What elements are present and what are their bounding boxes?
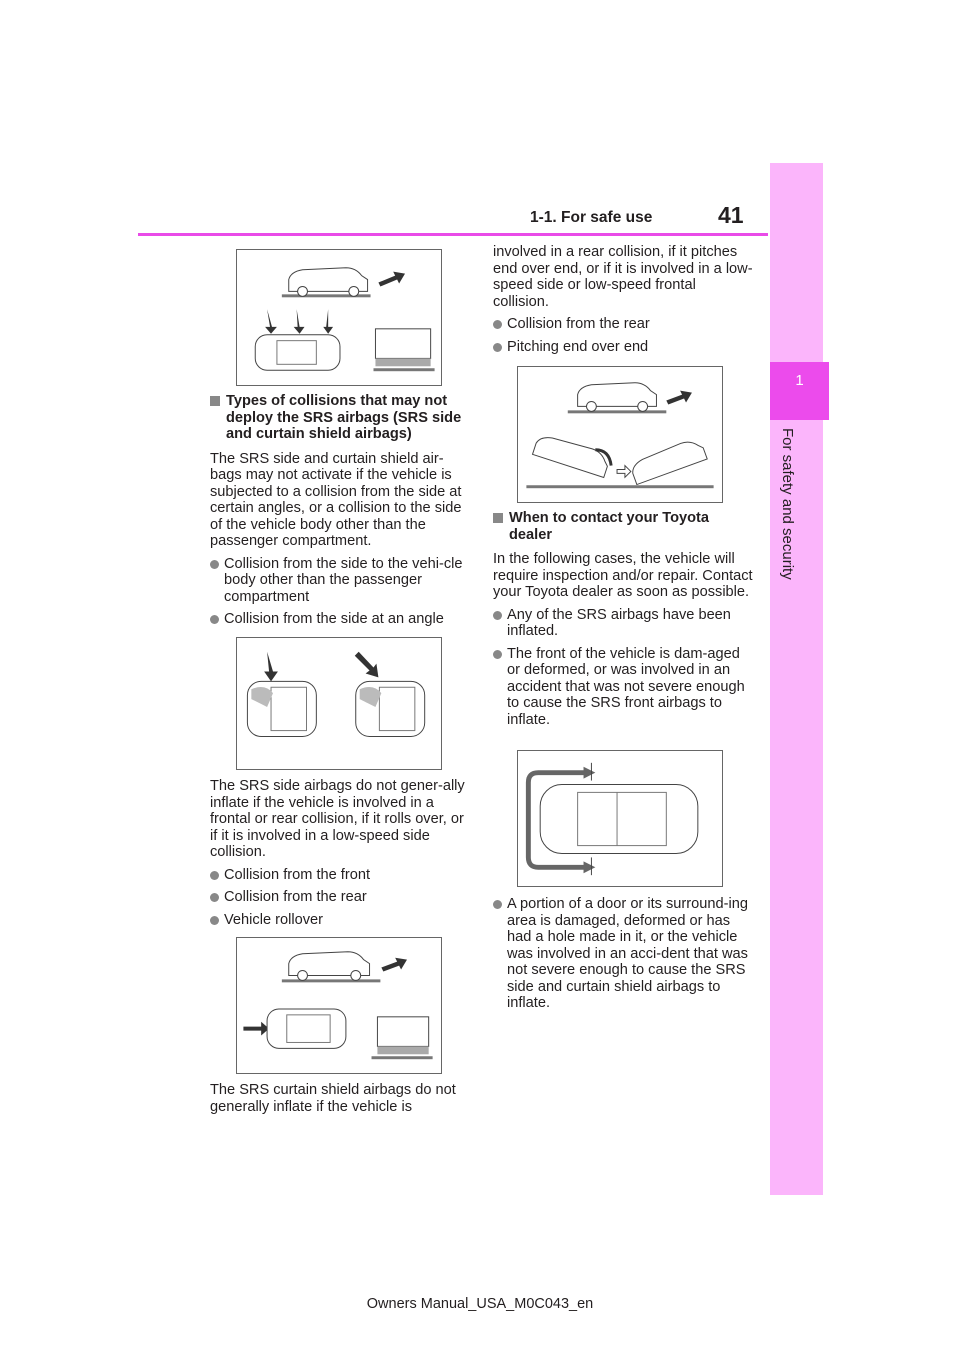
bullet-icon [493, 900, 502, 909]
paragraph: The SRS side airbags do not gener-ally i… [210, 778, 465, 860]
chapter-tab[interactable] [770, 362, 829, 420]
paragraph: The SRS side and curtain shield air-bags… [210, 450, 462, 550]
list-item: Vehicle rollover [210, 912, 470, 929]
list-item: The front of the vehicle is dam-aged or … [493, 646, 753, 729]
list-item: Collision from the rear [210, 889, 470, 906]
heading-side-airbags: Types of collisions that may not deploy … [210, 393, 470, 443]
paragraph: The SRS curtain shield airbags do not ge… [210, 1082, 456, 1115]
chapter-number: 1 [795, 372, 804, 389]
list-item: Collision from the front [210, 867, 470, 884]
right-column-lower: When to contact your Toyota dealer In th… [493, 510, 753, 728]
list-item: Collision from the side to the vehi-cle … [210, 556, 470, 606]
bullet-icon [493, 649, 502, 659]
bullet-icon [210, 559, 219, 569]
left-column-tail: The SRS curtain shield airbags do not ge… [210, 1082, 470, 1115]
square-bullet-icon [210, 396, 220, 406]
figure-curtain-airbag-cases [236, 937, 442, 1074]
chapter-sidebar [770, 163, 823, 1195]
left-column: Types of collisions that may not deploy … [210, 393, 470, 628]
right-column-tail: A portion of a door or its surround-ing … [493, 896, 753, 1012]
figure-side-collision-types [236, 249, 442, 386]
paragraph: In the following cases, the vehicle will… [493, 551, 753, 600]
list-item: A portion of a door or its surround-ing … [493, 896, 753, 1012]
bullet-icon [210, 893, 219, 902]
paragraph: involved in a rear collision, if it pitc… [493, 244, 753, 310]
list-item: Any of the SRS airbags have been inflate… [493, 607, 753, 640]
list-item: Collision from the side at an angle [210, 611, 470, 628]
list-item: Pitching end over end [493, 339, 753, 356]
bullet-icon [493, 610, 502, 620]
page-number: 41 [718, 202, 744, 228]
figure-side-angle-collision [236, 637, 442, 770]
figure-front-damage [517, 750, 723, 887]
bullet-icon [210, 615, 219, 624]
bullet-icon [493, 342, 502, 352]
section-title: 1-1. For safe use [530, 209, 653, 226]
right-column: involved in a rear collision, if it pitc… [493, 244, 753, 355]
figure-pitching-collision [517, 366, 723, 503]
heading-contact-dealer: When to contact your Toyota dealer [493, 510, 753, 543]
chapter-title: For safety and security [779, 428, 796, 580]
list-item: Collision from the rear [493, 316, 753, 333]
bullet-icon [210, 870, 219, 880]
footer-text: Owners Manual_USA_M0C043_en [366, 1296, 594, 1312]
bullet-icon [210, 915, 219, 925]
header-rule [138, 233, 768, 236]
square-bullet-icon [493, 513, 503, 523]
bullet-icon [493, 320, 502, 329]
left-column-lower: The SRS side airbags do not gener-ally i… [210, 778, 470, 928]
